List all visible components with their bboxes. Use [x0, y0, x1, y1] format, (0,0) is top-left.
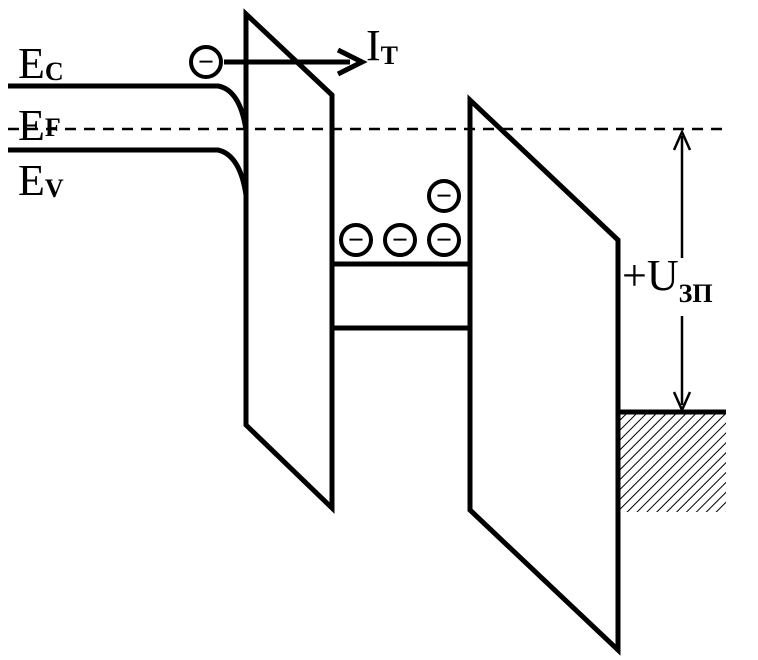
- svg-text:−: −: [436, 225, 452, 256]
- svg-text:−: −: [198, 47, 214, 78]
- svg-text:−: −: [348, 225, 364, 256]
- valence-band-label: EV: [18, 156, 64, 205]
- tunnel-oxide-barrier: [243, 8, 335, 514]
- tunneling-current-arrow: [224, 47, 368, 77]
- gate-voltage-arrow: [672, 128, 692, 414]
- blocking-oxide-barrier: [467, 94, 621, 656]
- gate-voltage-label: +UЗП: [622, 251, 713, 308]
- stored-electron: −: [427, 223, 461, 257]
- tunneling-current-label: IT: [366, 21, 398, 70]
- tunneling-electron: −: [189, 45, 223, 79]
- stored-electron: −: [383, 223, 417, 257]
- svg-text:−: −: [392, 225, 408, 256]
- svg-text:−: −: [436, 181, 452, 212]
- fermi-level-label: EF: [18, 101, 61, 150]
- stored-electron: −: [427, 179, 461, 213]
- conduction-band-label: EC: [18, 39, 64, 88]
- control-gate-metal: [620, 414, 726, 512]
- stored-electron: −: [339, 223, 373, 257]
- stored-electrons: − − − −: [339, 179, 461, 257]
